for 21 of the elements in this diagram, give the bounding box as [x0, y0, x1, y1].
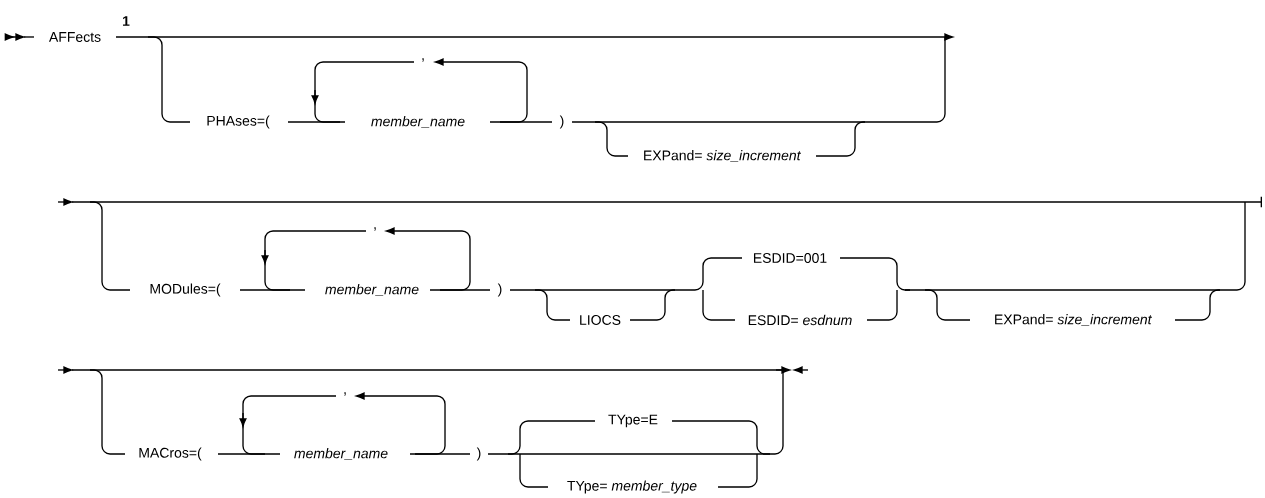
separator: ,	[422, 58, 424, 62]
variable: member_name	[371, 116, 465, 128]
parenthesis: )	[476, 447, 481, 461]
keyword: MODules=(	[150, 283, 221, 297]
footnote-number: 1	[123, 16, 130, 26]
keyword: LIOCS	[580, 315, 621, 325]
keyword: AFFects	[48, 32, 101, 42]
keyword: TYpe=E	[608, 414, 658, 428]
keyword: ESDID=001	[754, 253, 827, 263]
keyword: PHAses=(	[207, 115, 270, 129]
keyword: EXPand= size_increment	[995, 314, 1152, 326]
variable: member_name	[325, 284, 419, 296]
parenthesis: )	[559, 115, 564, 129]
separator: ,	[374, 227, 376, 231]
keyword: ESDID= esdnum	[748, 314, 852, 326]
keyword: MACros=(	[139, 447, 202, 461]
variable: member_name	[294, 448, 388, 460]
keyword: EXPand= size_increment	[644, 150, 801, 162]
keyword: TYpe= member_type	[567, 480, 697, 494]
parenthesis: )	[497, 283, 502, 297]
separator: ,	[344, 392, 346, 396]
